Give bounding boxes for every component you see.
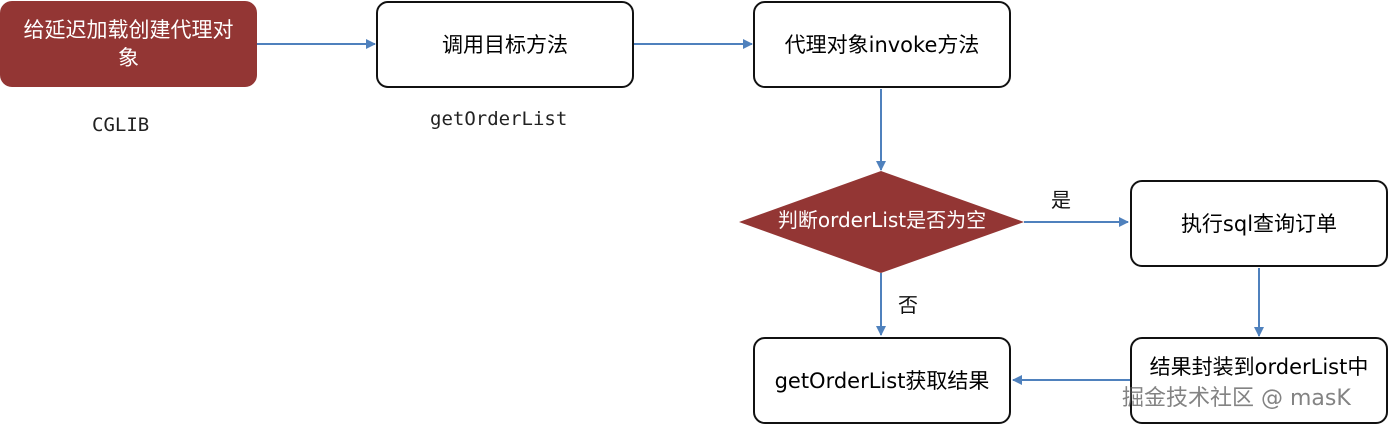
start-node-label: 给延迟加载创建代理对象 <box>23 18 234 70</box>
yes-label: 是 <box>1051 188 1071 212</box>
get-result-label: getOrderList获取结果 <box>774 368 990 393</box>
proxy-invoke-node: 代理对象invoke方法 <box>753 1 1011 88</box>
decision-diamond <box>739 171 1024 273</box>
start-node: 给延迟加载创建代理对象 <box>0 1 257 87</box>
decision-label: 判断orderList是否为空 <box>777 207 987 232</box>
call-target-node: 调用目标方法 <box>376 1 634 88</box>
no-label: 否 <box>898 293 918 317</box>
get-result-node: getOrderList获取结果 <box>753 337 1011 424</box>
call-target-caption: getOrderList <box>430 108 568 130</box>
watermark: 掘金技术社区 @ masK <box>1122 386 1351 411</box>
wrap-result-label: 结果封装到orderList中 <box>1149 355 1369 379</box>
start-caption: CGLIB <box>92 114 150 136</box>
proxy-invoke-label: 代理对象invoke方法 <box>784 32 980 57</box>
query-sql-node: 执行sql查询订单 <box>1130 180 1388 267</box>
call-target-label: 调用目标方法 <box>442 32 568 57</box>
wrap-result-node: 结果封装到orderList中 <box>1130 337 1388 424</box>
query-sql-label: 执行sql查询订单 <box>1180 211 1338 236</box>
